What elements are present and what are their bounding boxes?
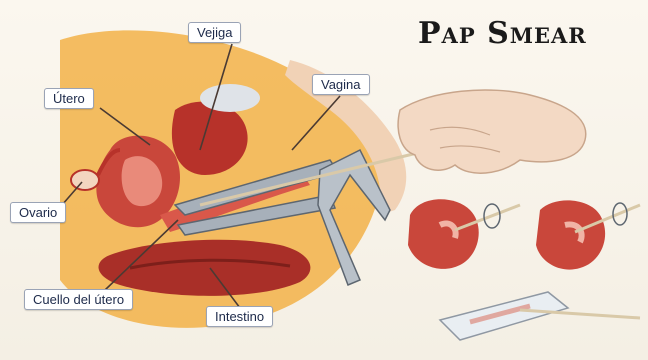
page-title: Pap Smear bbox=[418, 16, 587, 51]
label-cuello: Cuello del útero bbox=[24, 289, 133, 310]
ovary-shape bbox=[71, 170, 99, 190]
label-vagina: Vagina bbox=[312, 74, 370, 95]
label-ovario: Ovario bbox=[10, 202, 66, 223]
cervix-detail-left bbox=[408, 199, 479, 269]
label-intestino: Intestino bbox=[206, 306, 273, 327]
label-vejiga: Vejiga bbox=[188, 22, 241, 43]
label-utero: Útero bbox=[44, 88, 94, 109]
cervix-detail-right bbox=[536, 200, 605, 269]
microscope-slide bbox=[440, 292, 568, 340]
bladder-highlight bbox=[200, 84, 260, 112]
hand-shape bbox=[398, 90, 586, 173]
